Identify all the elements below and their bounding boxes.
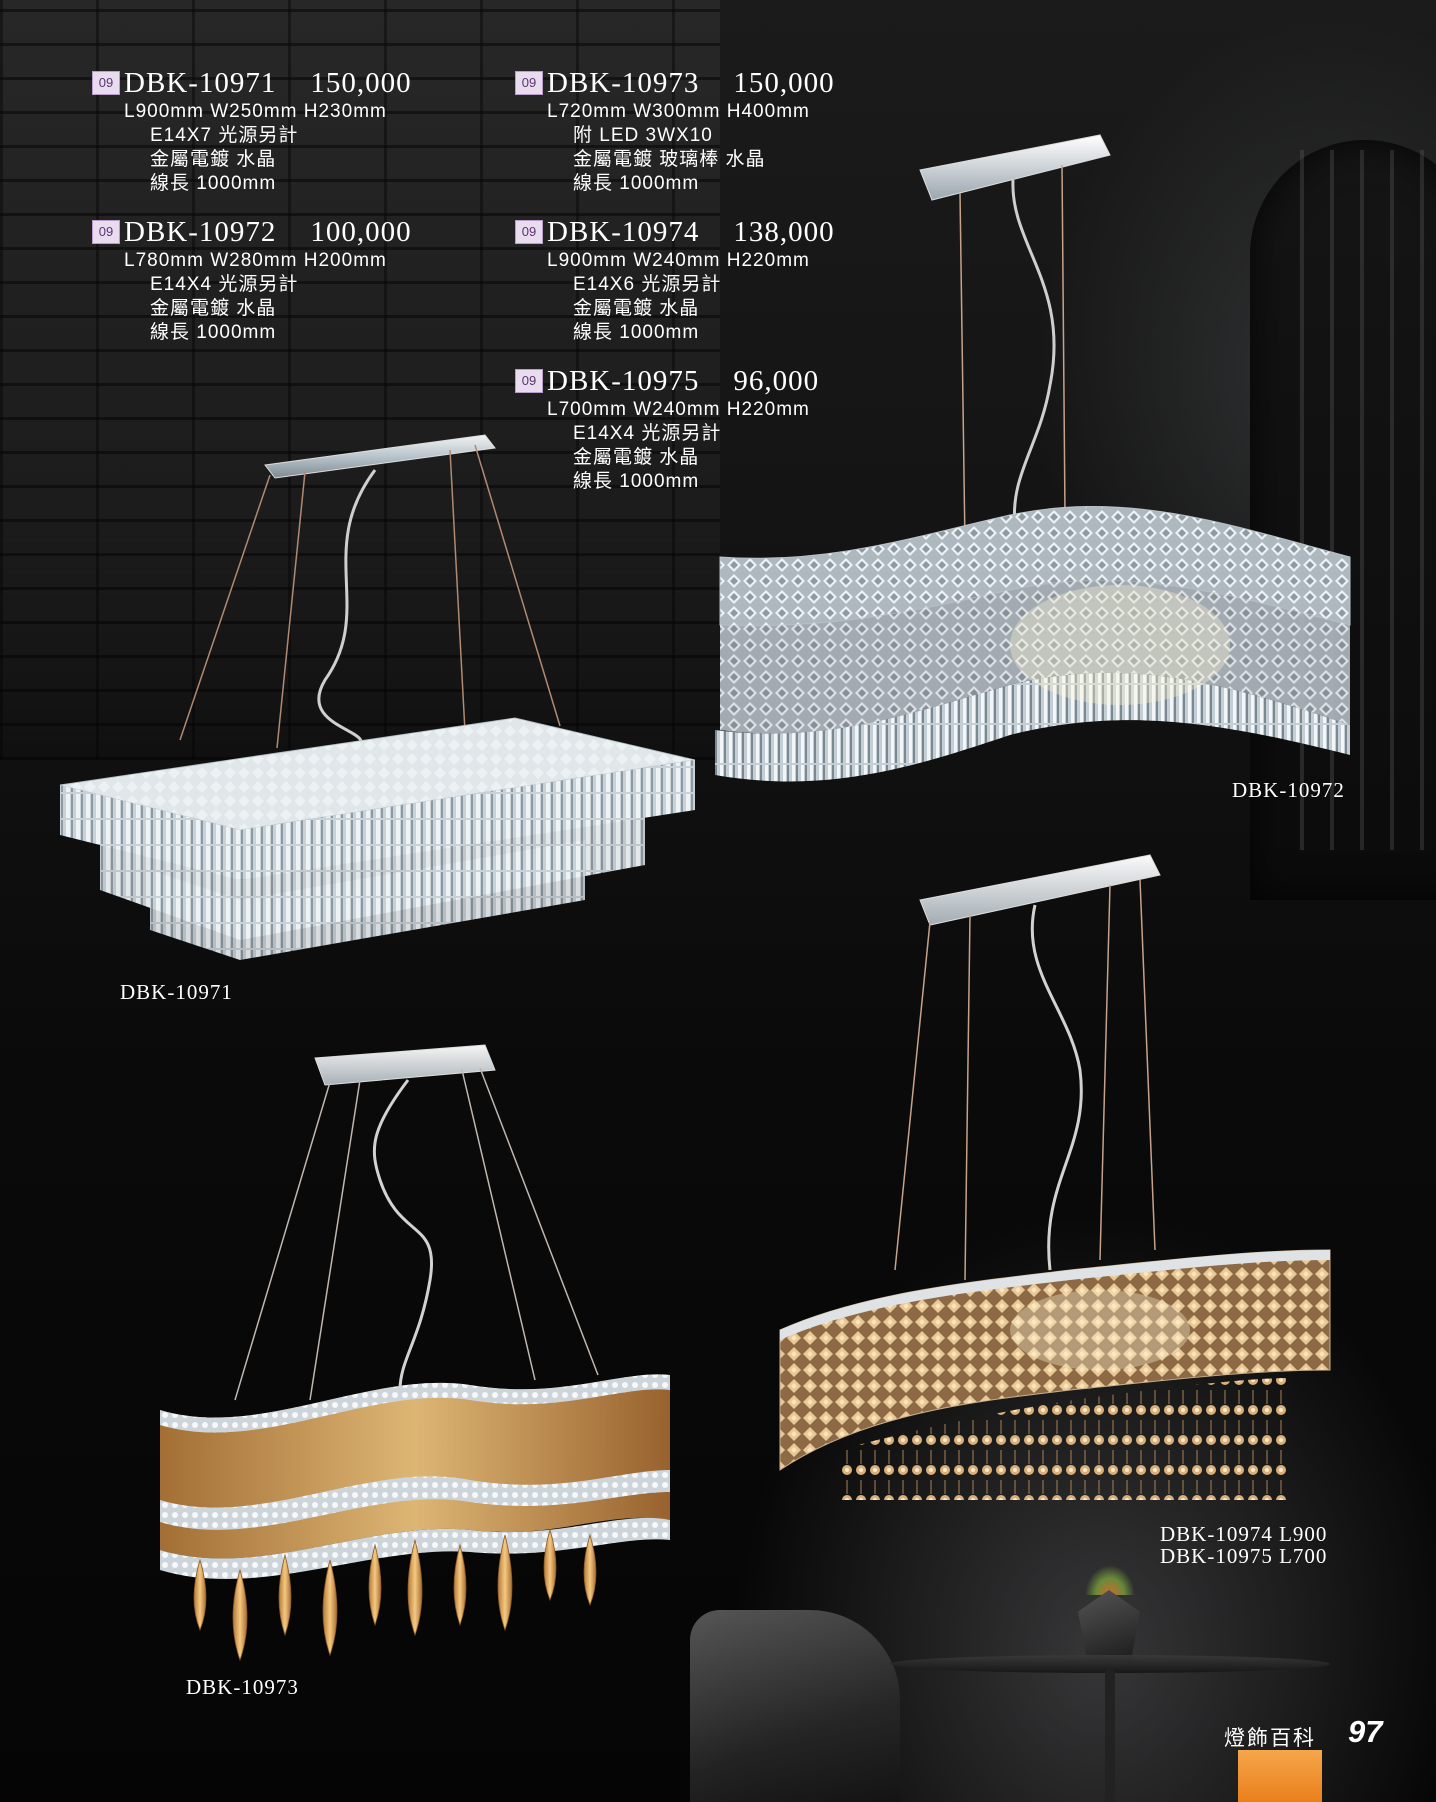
dimensions: L700mm W240mm H220mm [547, 399, 810, 420]
dimensions: L900mm W240mm H220mm [547, 250, 810, 271]
product-spec-dbk-10971: 09 DBK-10971 150,000 L900mm W250mm H230m… [92, 66, 412, 196]
product-spec-dbk-10973: 09 DBK-10973 150,000 L720mm W300mm H400m… [515, 66, 835, 196]
price: 96,000 [733, 364, 820, 397]
product-spec-dbk-10975: 09 DBK-10975 96,000 L700mm W240mm H220mm… [515, 364, 819, 494]
category-tag: 09 [92, 71, 120, 95]
model-number: DBK-10972 [124, 215, 277, 248]
model-number: DBK-10974 [547, 215, 700, 248]
category-tag: 09 [515, 369, 543, 393]
spec-line: 金屬電鍍 水晶 [150, 149, 277, 170]
price: 150,000 [310, 66, 412, 99]
spec-line: E14X4 光源另計 [573, 423, 722, 444]
brick-wall-background [0, 0, 720, 760]
caption-dbk-10971: DBK-10971 [120, 980, 233, 1004]
model-number: DBK-10971 [124, 66, 277, 99]
chandelier-image-dbk-10972 [715, 134, 1351, 782]
category-tag: 09 [92, 220, 120, 244]
caption-dbk-10974: DBK-10974 L900 [1160, 1522, 1328, 1546]
category-tag: 09 [515, 220, 543, 244]
category-tag: 09 [515, 71, 543, 95]
table-top [890, 1655, 1330, 1673]
caption-dbk-10975: DBK-10975 L700 [1160, 1544, 1328, 1568]
chandelier-image-dbk-10971 [59, 434, 696, 960]
spec-line: 線長 1000mm [573, 471, 700, 492]
footer-section-label: 燈飾百科 [1224, 1727, 1316, 1750]
spec-line: E14X6 光源另計 [573, 274, 722, 295]
dimensions: L720mm W300mm H400mm [547, 101, 810, 122]
chandelier-image-dbk-10973 [160, 1044, 670, 1662]
arch-doorway-background [1250, 140, 1436, 900]
dimensions: L780mm W280mm H200mm [124, 250, 387, 271]
chandelier-image-dbk-10974-10975 [779, 854, 1331, 1500]
spec-line: 金屬電鍍 玻璃棒 水晶 [573, 149, 766, 170]
dimensions: L900mm W250mm H230mm [124, 101, 387, 122]
chair-silhouette [690, 1610, 900, 1802]
price: 138,000 [733, 215, 835, 248]
table-leg [1105, 1670, 1115, 1802]
section-color-tab [1238, 1750, 1322, 1802]
plant-decoration [1085, 1565, 1135, 1595]
spec-line: 金屬電鍍 水晶 [150, 298, 277, 319]
spec-line: 金屬電鍍 水晶 [573, 447, 700, 468]
spec-line: 線長 1000mm [150, 173, 277, 194]
spec-line: 金屬電鍍 水晶 [573, 298, 700, 319]
caption-dbk-10972: DBK-10972 [1232, 778, 1345, 802]
spec-line: E14X7 光源另計 [150, 125, 299, 146]
model-number: DBK-10975 [547, 364, 700, 397]
spec-line: 線長 1000mm [150, 322, 277, 343]
spec-line: 線長 1000mm [573, 322, 700, 343]
spec-line: 附 LED 3WX10 [573, 125, 713, 146]
spec-line: E14X4 光源另計 [150, 274, 299, 295]
price: 100,000 [310, 215, 412, 248]
page-number: 97 [1348, 1714, 1383, 1749]
price: 150,000 [733, 66, 835, 99]
model-number: DBK-10973 [547, 66, 700, 99]
product-spec-dbk-10972: 09 DBK-10972 100,000 L780mm W280mm H200m… [92, 215, 412, 345]
caption-dbk-10973: DBK-10973 [186, 1675, 299, 1699]
product-spec-dbk-10974: 09 DBK-10974 138,000 L900mm W240mm H220m… [515, 215, 835, 345]
vase-decoration [1078, 1590, 1140, 1662]
spec-line: 線長 1000mm [573, 173, 700, 194]
